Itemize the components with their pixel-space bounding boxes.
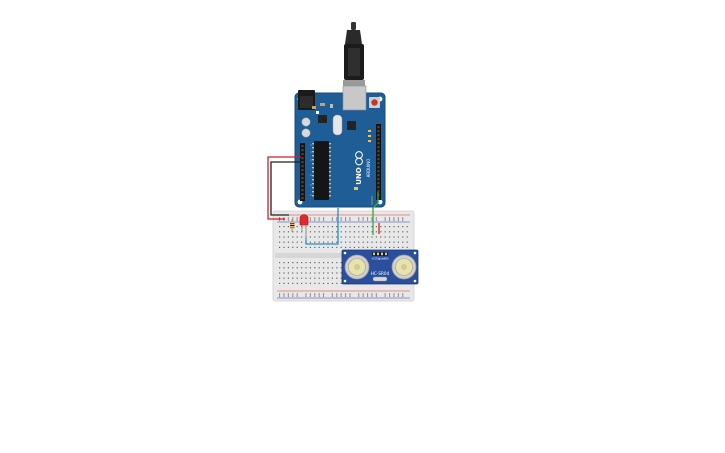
reset-button[interactable] — [371, 99, 378, 106]
arduino-uno-board[interactable]: UNO ARDUINO — [294, 22, 386, 208]
transducer-right-icon — [391, 254, 417, 280]
wire-red-5v[interactable] — [267, 156, 301, 220]
pin-label-echo: Echo — [379, 258, 385, 261]
wires[interactable] — [267, 156, 380, 245]
arduino-label: ARDUINO — [366, 159, 371, 178]
arduino-logo-icon — [355, 151, 363, 166]
wire-black-gnd[interactable] — [270, 161, 301, 216]
resistor[interactable] — [290, 219, 295, 232]
sensor-model-label: HC-SR04 — [371, 271, 390, 276]
red-led[interactable] — [299, 214, 309, 241]
transducer-left-icon — [344, 254, 370, 280]
power-analog-header[interactable] — [300, 143, 305, 201]
wire-green-signal[interactable] — [372, 192, 379, 235]
uno-label: UNO — [355, 167, 363, 185]
pin-label-vcc: VCC — [372, 258, 377, 261]
wire-blue-signal[interactable] — [305, 208, 339, 245]
sensor-pin-header[interactable] — [372, 252, 388, 256]
atmega-chip — [314, 141, 329, 200]
ultrasonic-sensor[interactable]: VCC Trig Echo GND HC-SR04 — [341, 249, 419, 285]
pin-label-trig: Trig — [376, 258, 381, 261]
pin-label-gnd: GND — [383, 258, 388, 261]
usb-port — [342, 85, 367, 111]
usb-cable[interactable] — [343, 22, 365, 87]
